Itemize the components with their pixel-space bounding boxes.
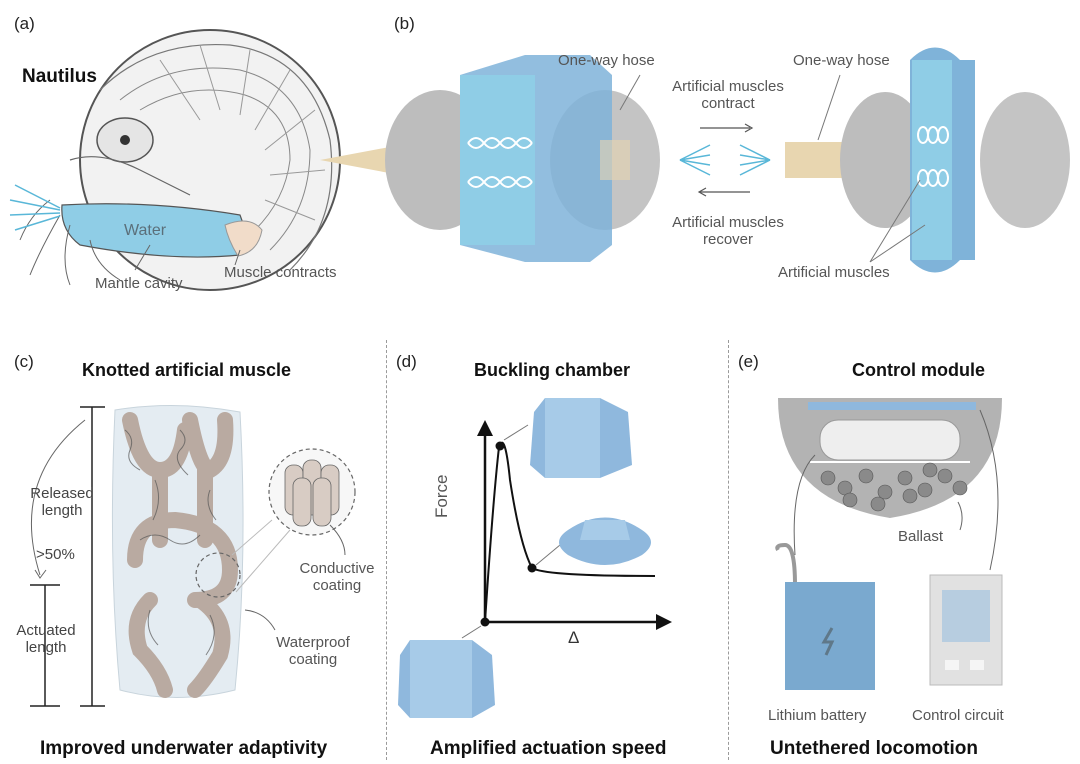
curve-point-origin <box>480 617 490 627</box>
delta-axis-label: Δ <box>568 628 580 647</box>
panel-b-letter: (b) <box>394 14 415 33</box>
hose-right-label: One-way hose <box>793 52 890 69</box>
battery-label: Lithium battery <box>768 707 867 724</box>
released-line2: length <box>41 502 83 519</box>
panel-e-letter: (e) <box>738 352 759 371</box>
released-length-label: Released length <box>22 485 102 519</box>
divider-cd <box>386 340 387 760</box>
chamber-buckled <box>559 517 651 565</box>
pump-relaxed <box>320 55 660 262</box>
hose-left-label: One-way hose <box>558 52 655 69</box>
panel-d-letter: (d) <box>396 352 417 371</box>
recover-line2: recover <box>702 231 754 248</box>
panel-a-title: Nautilus <box>22 66 97 87</box>
panel-d-title: Buckling chamber <box>474 360 631 380</box>
circuit-label: Control circuit <box>912 707 1004 724</box>
actuated-length-label: Actuated length <box>10 622 82 656</box>
muscle-region <box>224 220 263 257</box>
waterproof-line1: Waterproof <box>276 634 350 651</box>
contract-line1: Artificial muscles <box>672 78 784 95</box>
curve-point-peak <box>495 441 505 451</box>
contract-line2: contract <box>701 95 755 112</box>
waterproof-coating-label: Waterproof coating <box>268 634 358 668</box>
flow-arrows <box>679 123 771 197</box>
curve-point-buckled <box>527 563 537 573</box>
percent-label: >50% <box>36 546 75 563</box>
panel-a-letter: (a) <box>14 14 35 33</box>
panel-d-footer: Amplified actuation speed <box>430 738 667 759</box>
artificial-muscles-label: Artificial muscles <box>778 264 890 281</box>
actuated-line1: Actuated <box>16 622 76 639</box>
actuated-line2: length <box>25 639 67 656</box>
contract-label: Artificial muscles contract <box>654 78 802 112</box>
conductive-line1: Conductive <box>299 560 375 577</box>
divider-de <box>728 340 729 760</box>
water-label: Water <box>124 222 167 239</box>
waterproof-line2: coating <box>288 651 338 668</box>
panel-c-title: Knotted artificial muscle <box>82 360 292 380</box>
recover-label: Artificial muscles recover <box>654 214 802 248</box>
control-circuit <box>929 574 1003 686</box>
nautilus-shell <box>69 29 341 291</box>
panel-e-footer: Untethered locomotion <box>770 738 978 759</box>
ballast-spheres <box>820 462 968 512</box>
released-line1: Released <box>30 485 94 502</box>
module-body <box>778 398 1002 518</box>
panel-e-title: Control module <box>852 360 985 380</box>
conductive-coating-label: Conductive coating <box>292 560 382 594</box>
panel-c-letter: (c) <box>14 352 34 371</box>
mantle-cavity-label: Mantle cavity <box>95 275 183 292</box>
chamber-initial <box>398 640 495 718</box>
force-axis-label: Force <box>432 474 451 518</box>
conductive-line2: coating <box>312 577 362 594</box>
water-jet-arrows <box>9 184 61 231</box>
ballast-label: Ballast <box>898 528 944 545</box>
chamber-peak <box>530 398 632 478</box>
force-curve <box>484 441 656 623</box>
panel-c-footer: Improved underwater adaptivity <box>40 738 328 759</box>
pump-contracted <box>785 47 1070 273</box>
battery <box>775 542 875 690</box>
muscle-contracts-label: Muscle contracts <box>224 264 337 281</box>
recover-line1: Artificial muscles <box>672 214 784 231</box>
